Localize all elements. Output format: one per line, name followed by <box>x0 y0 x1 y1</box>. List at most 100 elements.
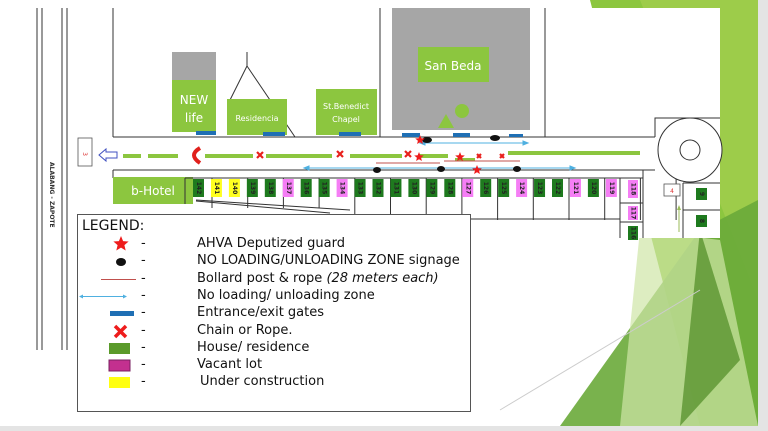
guard-star-icon <box>472 165 482 174</box>
chapel-label-1: St.Benedict <box>323 102 369 111</box>
lot-116 <box>628 226 638 240</box>
lot-136 <box>300 179 312 197</box>
legend-item: - Under construction <box>78 374 468 391</box>
legend-text: AHVA Deputized guard <box>197 236 345 251</box>
legend-item: - Bollard post & rope (28 meters each) <box>78 271 468 288</box>
gate-4: 4 <box>663 183 681 197</box>
lot-137 <box>282 179 294 197</box>
chain-marks <box>256 150 505 159</box>
legend-dash: - <box>141 270 146 286</box>
legend-item: - NO LOADING/UNLOADING ZONE signage <box>78 253 468 270</box>
legend-label: No loading/ unloading zone <box>197 288 375 303</box>
vacant-swatch-icon <box>96 357 136 374</box>
lot-number: 126 <box>482 182 489 195</box>
legend: LEGEND: - AHVA Deputized guard - NO LOAD… <box>77 214 471 412</box>
lot-number: 141 <box>213 182 220 195</box>
lot-number: 135 <box>321 182 328 195</box>
gate-4-label: 4 <box>670 188 674 195</box>
lot-number: 129 <box>428 182 435 195</box>
lot-number: 9 <box>698 192 705 196</box>
u-turn-icon <box>192 146 202 165</box>
construction-swatch-icon <box>96 374 136 391</box>
signage-markers <box>373 135 521 173</box>
building-chapel <box>316 89 377 135</box>
lot-number: 138 <box>267 182 274 195</box>
legend-text: NO LOADING/UNLOADING ZONE signage <box>197 253 460 269</box>
legend-dash: - <box>141 253 146 269</box>
lot-140 <box>228 179 240 197</box>
lot-number: 134 <box>339 182 346 195</box>
lot-123 <box>534 179 546 197</box>
legend-dash: - <box>141 357 146 373</box>
lot-9 <box>696 188 707 200</box>
legend-text: Vacant lot <box>197 357 263 373</box>
exit-arrow-icon <box>98 147 118 163</box>
signage-icon <box>96 253 136 270</box>
legend-item: - Entrance/exit gates <box>78 305 468 322</box>
lot-number: 116 <box>630 227 637 240</box>
lot-number: 142 <box>195 182 202 195</box>
lot-number: 125 <box>500 182 507 195</box>
residencia-label: Residencia <box>235 114 278 123</box>
triangle-marker <box>438 114 454 128</box>
lot-8 <box>696 215 707 227</box>
lot-number: 139 <box>249 182 256 195</box>
legend-item: - Chain or Rope. <box>78 323 468 340</box>
lot-number: 133 <box>357 182 364 195</box>
roundabout <box>642 117 723 238</box>
lot-130 <box>408 179 420 197</box>
star-icon <box>96 236 136 253</box>
lot-number: 119 <box>608 182 615 195</box>
lot-133 <box>354 179 366 197</box>
lot-number: 140 <box>231 182 238 195</box>
legend-label: AHVA Deputized guard <box>197 236 345 251</box>
rope-line-icon <box>96 271 136 288</box>
guard-star-icon <box>414 152 424 161</box>
lot-127 <box>462 179 474 197</box>
lot-138 <box>264 179 276 197</box>
lot-120 <box>587 179 599 197</box>
legend-dash: - <box>141 322 146 338</box>
legend-note: (28 meters each) <box>326 270 439 286</box>
legend-dash: - <box>141 339 146 355</box>
lot-134 <box>336 179 348 197</box>
lot-122 <box>552 179 563 197</box>
building-san-beda <box>418 47 489 82</box>
legend-label: NO LOADING/UNLOADING ZONE signage <box>197 253 460 268</box>
legend-text: Entrance/exit gates <box>197 305 325 321</box>
legend-label: House/ residence <box>197 340 309 355</box>
san-beda-label: San Beda <box>425 59 482 73</box>
lot-128 <box>444 179 456 197</box>
guard-star-icon <box>455 152 465 161</box>
highway <box>36 8 114 350</box>
legend-label: Entrance/exit gates <box>197 305 324 320</box>
legend-text: No loading/ unloading zone <box>197 287 375 303</box>
house-swatch-icon <box>96 340 136 357</box>
lot-number: 118 <box>630 183 637 196</box>
lot-number: 130 <box>410 182 417 195</box>
legend-item: - AHVA Deputized guard <box>78 236 468 253</box>
building-new-life <box>172 80 216 132</box>
gate-bar-icon <box>96 305 136 322</box>
chapel-label-2: Chapel <box>332 115 360 124</box>
legend-text: Chain or Rope. <box>197 322 293 338</box>
lot-number: 128 <box>446 182 453 195</box>
lot-number: 122 <box>554 182 561 195</box>
new-life-roof <box>172 52 216 82</box>
legend-text: House/ residence <box>197 339 310 355</box>
lot-135 <box>318 179 330 197</box>
legend-dash: - <box>141 287 146 303</box>
legend-dash: - <box>141 374 146 390</box>
lot-number: 120 <box>590 182 597 195</box>
legend-item: - House/ residence <box>78 340 468 357</box>
double-arrow-icon <box>78 288 127 305</box>
lot-141 <box>210 179 222 197</box>
guard-star-icon <box>415 135 425 144</box>
lot-number: 117 <box>630 207 637 220</box>
lot-number: 121 <box>572 182 579 195</box>
lot-119 <box>605 179 617 197</box>
legend-text: Under construction <box>200 374 325 390</box>
bollard-ropes <box>376 160 520 164</box>
